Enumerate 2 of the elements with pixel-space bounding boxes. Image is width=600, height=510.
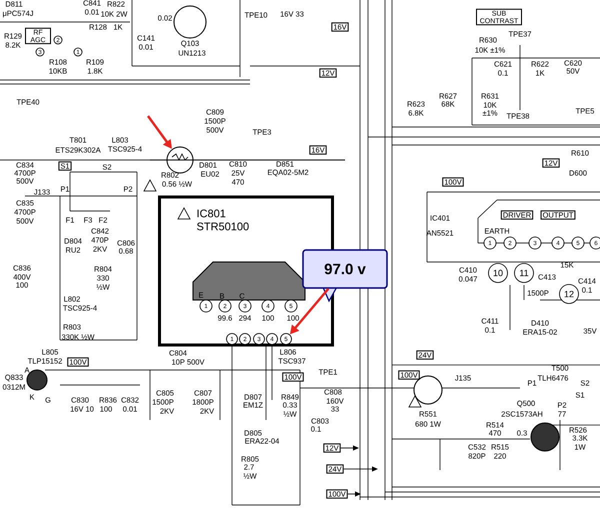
callout-box: 97.0 v xyxy=(302,249,388,302)
resistor-symbol xyxy=(166,146,194,174)
